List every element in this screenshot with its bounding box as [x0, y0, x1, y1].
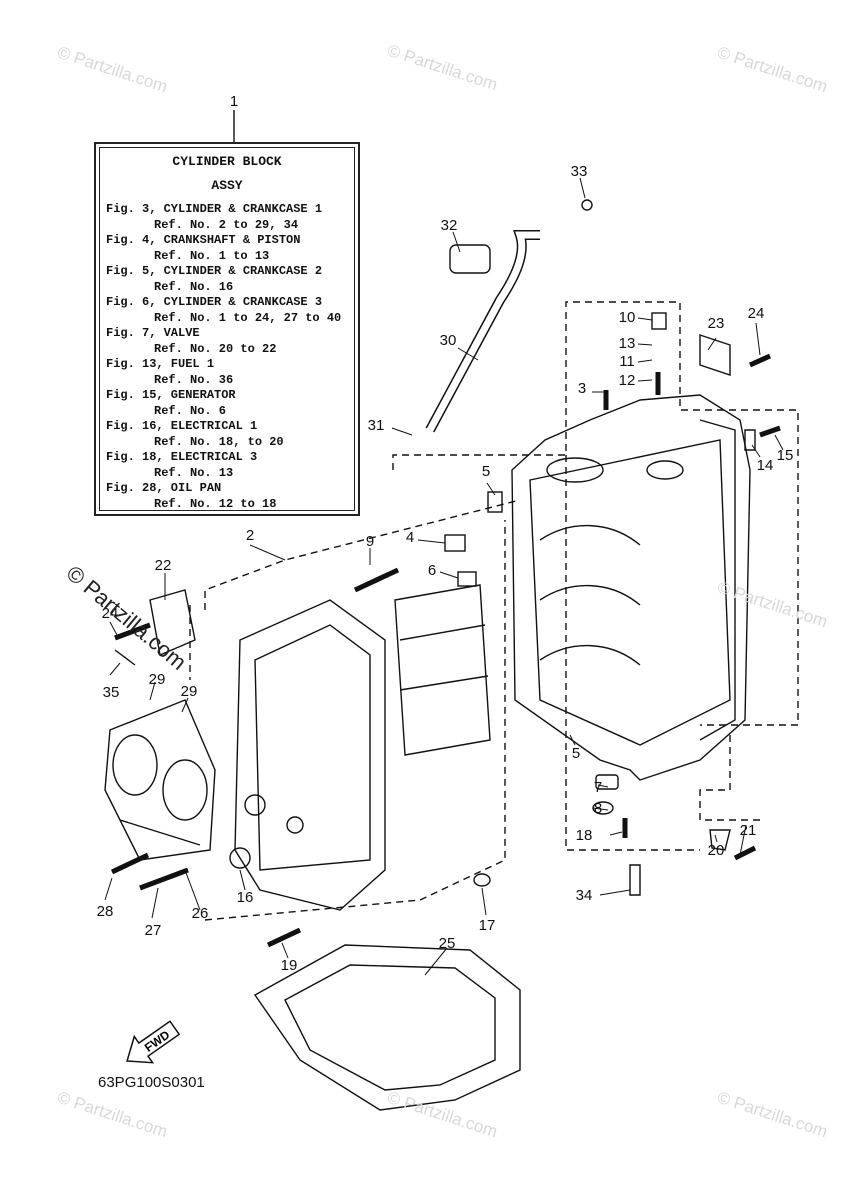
callout-16: 16: [237, 889, 254, 906]
callout-labels: 1234556789101112131415161718192021222324…: [97, 93, 794, 974]
legend-line: Ref. No. 13: [154, 465, 234, 480]
callout-2: 2: [246, 527, 254, 544]
callout-10: 10: [619, 309, 636, 326]
callout-8: 8: [594, 800, 602, 817]
legend-line: Fig. 28, OIL PAN: [106, 481, 222, 495]
crankcase: [234, 599, 386, 911]
callout-14: 14: [757, 457, 774, 474]
callout-6: 6: [428, 562, 436, 579]
callout-20: 20: [708, 842, 725, 859]
lower-dash: [565, 455, 700, 851]
legend-line: Ref. No. 6: [154, 403, 227, 418]
leader-lines: [104, 177, 784, 976]
legend-line: Ref. No. 12 to 18: [154, 496, 277, 511]
callout-29: 29: [149, 671, 166, 688]
legend-line: Fig. 3, CYLINDER & CRANKCASE 1: [106, 202, 323, 216]
bolt-10: [651, 312, 667, 330]
bolt-28: [110, 852, 150, 875]
fwd-arrow: FWD: [126, 1020, 181, 1064]
callout-26: 26: [192, 905, 209, 922]
callout-35: 35: [103, 684, 120, 701]
legend-line: Ref. No. 36: [154, 372, 234, 387]
callout-1: 1: [230, 93, 238, 110]
legend-line: Fig. 7, VALVE: [106, 326, 200, 340]
callout-5: 5: [482, 463, 490, 480]
bolt-24b: [748, 353, 772, 368]
oil-seal: [229, 847, 251, 869]
legend-line: Ref. No. 18, to 20: [154, 434, 284, 449]
callout-21: 21: [740, 822, 757, 839]
legend-box: CYLINDER BLOCK ASSY Fig. 3, CYLINDER & C…: [94, 142, 360, 516]
callout-15: 15: [777, 447, 794, 464]
callout-30: 30: [440, 332, 457, 349]
callout-12: 12: [619, 372, 636, 389]
legend-title: CYLINDER BLOCK: [172, 154, 282, 169]
main-bearing-caps: [394, 584, 491, 756]
crankcase-group-outline: [392, 301, 799, 726]
callout-33: 33: [571, 163, 588, 180]
bolt-group-dash: [699, 735, 760, 821]
ignition-coils: [104, 699, 216, 861]
gasket: [253, 944, 521, 1111]
dowel-5: [487, 491, 503, 513]
bolt-27: [139, 867, 189, 891]
callout-24: 24: [102, 605, 119, 622]
legend-line: Ref. No. 1 to 13: [154, 248, 270, 263]
callout-5: 5: [572, 745, 580, 762]
sensor: [629, 864, 641, 896]
plate: [114, 649, 136, 666]
legend-line: Ref. No. 2 to 29, 34: [154, 217, 299, 232]
cover-plate: [699, 334, 731, 376]
dowel-6: [457, 571, 477, 587]
plug: [595, 774, 619, 790]
bracket: [149, 589, 196, 656]
bolt-21: [733, 845, 757, 861]
callout-23: 23: [708, 315, 725, 332]
o-ring: [473, 873, 491, 887]
legend-subtitle: ASSY: [211, 178, 243, 193]
callout-13: 13: [619, 335, 636, 352]
callout-7: 7: [594, 779, 602, 796]
callout-19: 19: [281, 957, 298, 974]
clip: [581, 199, 593, 211]
callout-18: 18: [576, 827, 593, 844]
callout-32: 32: [441, 217, 458, 234]
callout-25: 25: [439, 935, 456, 952]
legend-line: Fig. 4, CRANKSHAFT & PISTON: [106, 233, 301, 247]
bolt-15: [759, 425, 781, 438]
pin-4: [444, 534, 466, 552]
legend-line: Fig. 6, CYLINDER & CRANKCASE 3: [106, 295, 323, 309]
legend-line: Fig. 16, ELECTRICAL 1: [106, 419, 258, 433]
diagram-code: 63PG100S0301: [98, 1074, 205, 1091]
bolt-24a: [114, 622, 151, 641]
pipe-clamp: [449, 244, 491, 274]
callout-28: 28: [97, 903, 114, 920]
legend-line: Ref. No. 16: [154, 279, 234, 294]
callout-34: 34: [576, 887, 593, 904]
callout-11: 11: [619, 353, 635, 370]
callout-9: 9: [366, 533, 374, 550]
legend-line: Fig. 5, CYLINDER & CRANKCASE 2: [106, 264, 323, 278]
bolt-9: [353, 567, 400, 593]
cylinder-head-dash: [204, 499, 521, 610]
legend-line: Ref. No. 20 to 22: [154, 341, 277, 356]
callout-3: 3: [578, 380, 586, 397]
legend-line: Fig. 13, FUEL 1: [106, 357, 215, 371]
callout-17: 17: [479, 917, 496, 934]
clip-20: [709, 829, 731, 851]
callout-24: 24: [748, 305, 765, 322]
cylinder-block: [511, 394, 751, 781]
callout-29: 29: [181, 683, 198, 700]
legend-line: Fig. 15, GENERATOR: [106, 388, 236, 402]
callout-31: 31: [368, 417, 385, 434]
legend-line: Fig. 18, ELECTRICAL 3: [106, 450, 258, 464]
callout-4: 4: [406, 529, 414, 546]
legend-line: Ref. No. 1 to 24, 27 to 40: [154, 310, 342, 325]
callout-22: 22: [155, 557, 172, 574]
callout-27: 27: [145, 922, 162, 939]
bolt-19: [266, 927, 302, 948]
